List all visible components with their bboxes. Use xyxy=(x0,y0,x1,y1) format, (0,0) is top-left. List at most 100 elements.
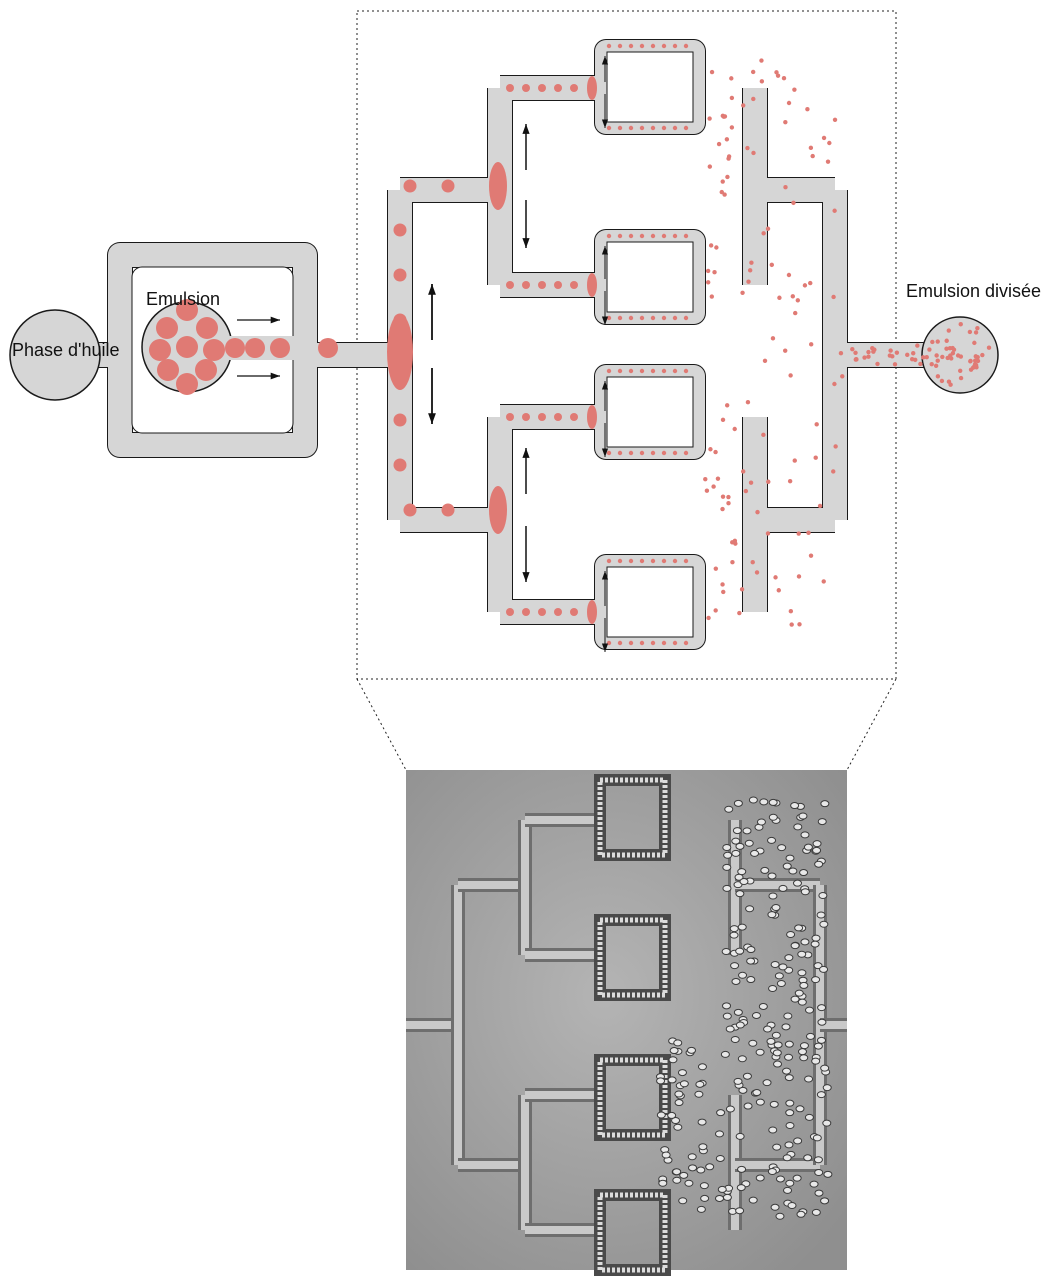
micro-droplet-225 xyxy=(783,1068,791,1074)
emulsion-label: Emulsion xyxy=(146,289,220,309)
droplet-outlet-1-10 xyxy=(733,427,737,431)
droplet-trap-2-t5 xyxy=(662,369,666,373)
droplet-outlet-1-3 xyxy=(705,488,709,492)
micro-droplet-31 xyxy=(730,926,738,932)
droplet-l2-0-574 xyxy=(570,84,578,92)
micro-droplet-27 xyxy=(723,844,731,850)
droplet-emulsion-5 xyxy=(157,359,179,381)
droplet-l2-1-526 xyxy=(522,281,530,289)
micro-droplet-256 xyxy=(798,970,806,976)
micro-droplet-178 xyxy=(789,868,797,874)
micro-droplet-93 xyxy=(771,1204,779,1210)
droplet-outlet-2-32 xyxy=(809,342,813,346)
droplet-outlet-1-23 xyxy=(721,590,725,594)
droplet-emulsion-2 xyxy=(196,317,218,339)
droplet-outlet-1-6 xyxy=(720,507,724,511)
droplet-splitting-bottom xyxy=(489,486,507,534)
micro-droplet-168 xyxy=(795,990,803,996)
micro-droplet-59 xyxy=(812,935,820,941)
micro-droplet-50 xyxy=(736,891,744,897)
zoom-line-left xyxy=(357,679,406,770)
droplet-trap-0-t1 xyxy=(618,44,622,48)
droplet-outlet-0-14 xyxy=(720,190,724,194)
droplet-l1-2 xyxy=(394,314,407,327)
micro-droplet-213 xyxy=(678,1070,686,1076)
micro-droplet-143 xyxy=(680,1172,688,1178)
droplet-outlet-2-65 xyxy=(749,480,753,484)
micro-droplet-163 xyxy=(674,1040,682,1046)
droplet-trap-3-b1 xyxy=(618,641,622,645)
micro-droplet-118 xyxy=(747,958,755,964)
droplet-l2-2-542 xyxy=(538,413,546,421)
droplet-trap-1-b1 xyxy=(618,316,622,320)
droplet-reservoir-28 xyxy=(952,347,956,351)
droplet-trap-0-b7 xyxy=(684,126,688,130)
arrow-2 xyxy=(428,284,436,340)
droplet-reservoir-8 xyxy=(940,379,944,383)
micro-droplet-191 xyxy=(718,1186,726,1192)
droplet-outlet-3-18 xyxy=(925,355,929,359)
droplet-l2-1-542 xyxy=(538,281,546,289)
droplet-outlet-3-17 xyxy=(854,357,858,361)
droplet-trap-2-b3 xyxy=(640,451,644,455)
droplet-outlet-3-21 xyxy=(853,351,857,355)
droplet-trap-3-b7 xyxy=(684,641,688,645)
micro-droplet-126 xyxy=(715,1131,723,1137)
micro-droplet-170 xyxy=(749,1197,757,1203)
droplet-reservoir-16 xyxy=(948,353,952,357)
droplet-outlet-2-29 xyxy=(797,574,801,578)
droplet-l2-0-526 xyxy=(522,84,530,92)
droplet-reservoir-43 xyxy=(947,380,951,384)
micro-droplet-215 xyxy=(769,893,777,899)
droplet-outlet-2-20 xyxy=(788,479,792,483)
micro-droplet-186 xyxy=(768,1169,776,1175)
droplet-reservoir-36 xyxy=(934,353,938,357)
droplet-trap-1-b4 xyxy=(651,316,655,320)
droplet-outlet-0-6 xyxy=(729,76,733,80)
droplet-outlet-2-69 xyxy=(782,76,786,80)
micro-droplet-197 xyxy=(723,885,731,891)
droplet-outlet-2-1 xyxy=(832,209,836,213)
micro-droplet-250 xyxy=(687,1047,695,1053)
micro-droplet-242 xyxy=(760,799,768,805)
micro-droplet-6 xyxy=(794,824,802,830)
micro-droplet-253 xyxy=(824,1171,832,1177)
micro-droplet-88 xyxy=(813,841,821,847)
droplet-outlet-2-67 xyxy=(833,118,837,122)
oil-phase-label: Phase d'huile xyxy=(12,340,120,360)
micro-droplet-234 xyxy=(732,978,740,984)
droplet-l1h-3 xyxy=(442,504,455,517)
droplet-outlet-1-18 xyxy=(730,560,734,564)
micro-droplet-214 xyxy=(814,1157,822,1163)
droplet-outlet-0-19 xyxy=(709,243,713,247)
micro-droplet-249 xyxy=(821,1065,829,1071)
droplet-reservoir-5 xyxy=(972,341,976,345)
micro-droplet-222 xyxy=(698,1119,706,1125)
droplet-l1-0 xyxy=(394,224,407,237)
micro-droplet-0 xyxy=(770,1101,778,1107)
droplet-outlet-2-5 xyxy=(766,531,770,535)
micro-droplet-259 xyxy=(799,813,807,819)
droplet-l2-2-558 xyxy=(554,413,562,421)
droplet-l1-3 xyxy=(394,414,407,427)
droplet-outlet-2-57 xyxy=(803,283,807,287)
droplet-outlet-1-7 xyxy=(720,582,724,586)
micro-droplet-86 xyxy=(668,1112,676,1118)
droplet-outlet-1-5 xyxy=(741,469,745,473)
droplet-feed-3 xyxy=(318,338,338,358)
droplet-reservoir-35 xyxy=(973,358,977,362)
micro-droplet-78 xyxy=(811,941,819,947)
micro-droplet-60 xyxy=(769,814,777,820)
micro-droplet-144 xyxy=(723,864,731,870)
micro-droplet-73 xyxy=(736,1133,744,1139)
droplet-reservoir-37 xyxy=(927,347,931,351)
micro-droplet-227 xyxy=(662,1152,670,1158)
droplet-l2-3-542 xyxy=(538,608,546,616)
droplet-outlet-0-12 xyxy=(708,164,712,168)
micro-droplet-202 xyxy=(743,1073,751,1079)
droplet-outlet-3-8 xyxy=(911,351,915,355)
arrow-3 xyxy=(428,368,436,424)
droplet-outlet-2-43 xyxy=(818,504,822,508)
micro-droplet-206 xyxy=(736,1208,744,1214)
droplet-reservoir-15 xyxy=(936,339,940,343)
